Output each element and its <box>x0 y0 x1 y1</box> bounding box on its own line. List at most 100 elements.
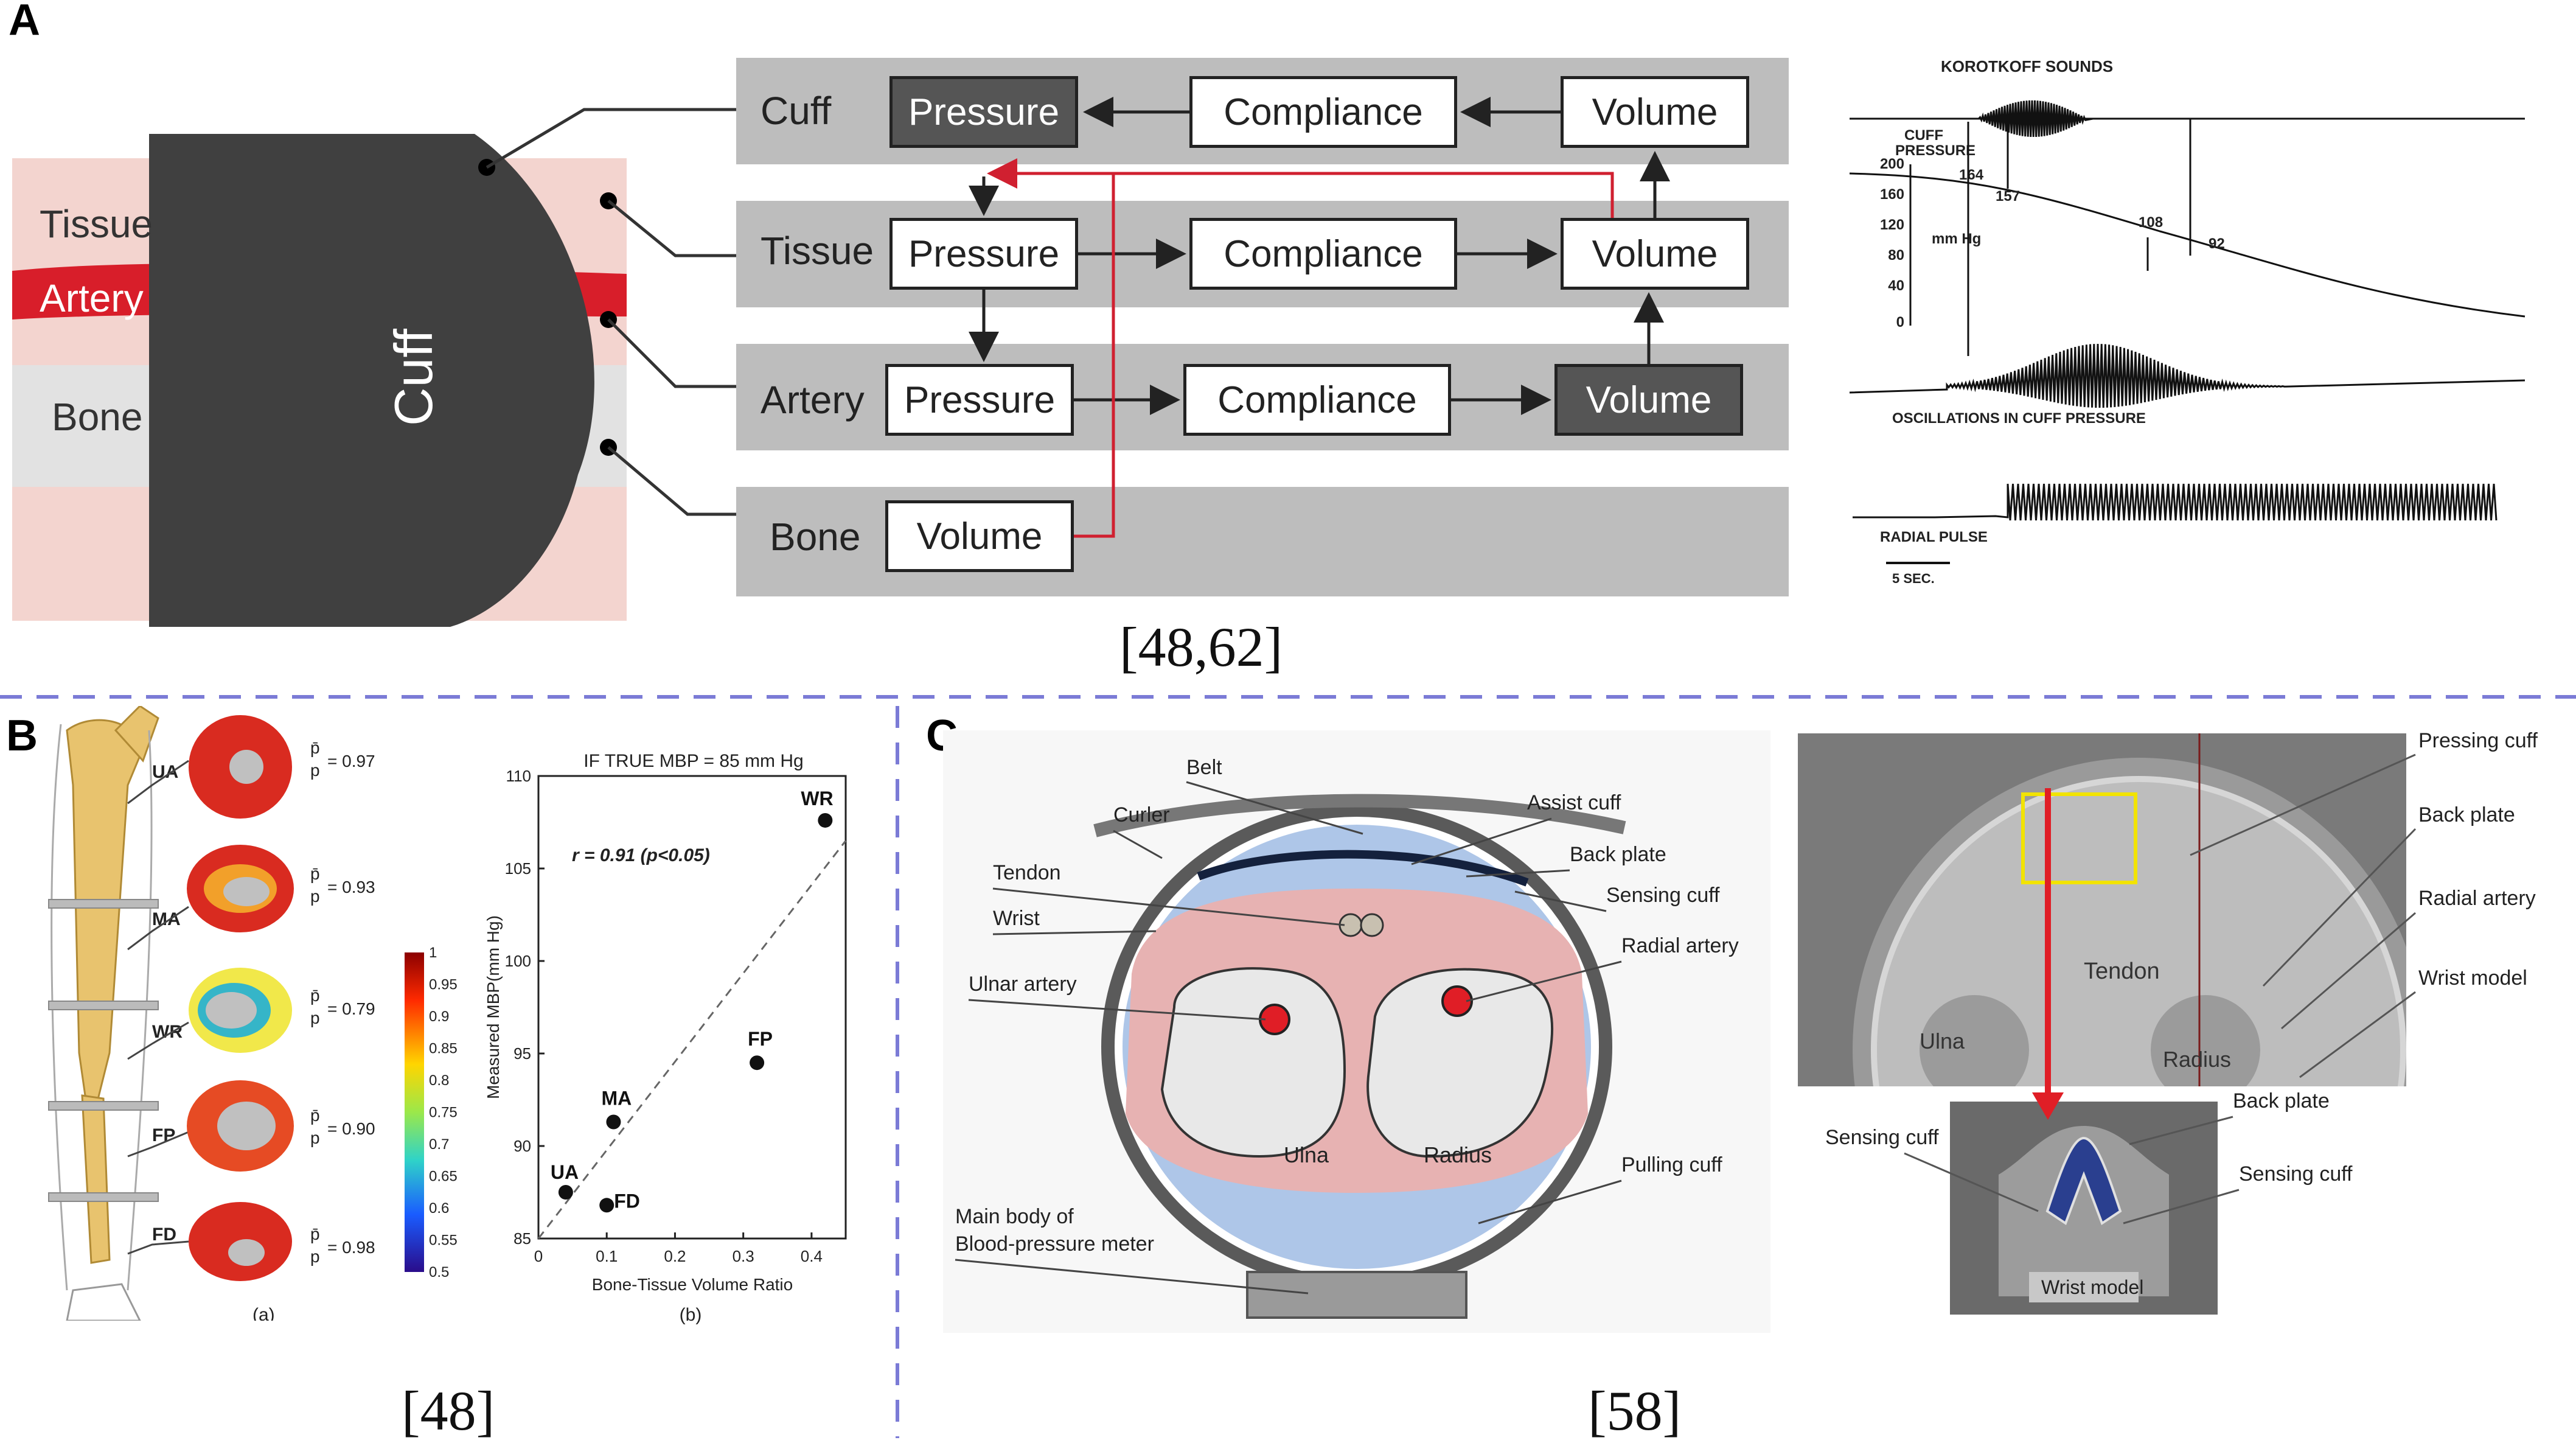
main-body-label: Blood-pressure meter <box>955 1232 1154 1256</box>
panel-letter-a: A <box>9 0 40 44</box>
ct-tendon-label: Tendon <box>2084 959 2160 984</box>
cuff-label: Cuff <box>383 329 444 426</box>
ratio-symbol: p <box>310 761 320 780</box>
ratio-symbol: p <box>310 1008 320 1027</box>
value-label: 108 <box>2139 214 2163 231</box>
humerus <box>66 719 144 1103</box>
row-label-cuff: Cuff <box>761 89 832 133</box>
cuff-band <box>48 1192 159 1202</box>
ct-back-plate-label: Back plate <box>2418 803 2515 826</box>
ratio-symbol: p <box>310 1128 320 1147</box>
unit-label: mm Hg <box>1932 231 1981 247</box>
trend-line <box>537 840 847 1239</box>
pressing-cuff-label: Pressing cuff <box>2418 729 2538 752</box>
data-point-label: FP <box>748 1028 773 1050</box>
inset-sensing-cuff-left-label: Sensing cuff <box>1825 1126 1939 1149</box>
section-label-wr: WR <box>152 1022 183 1042</box>
ratio-ua: = 0.97 <box>327 752 375 770</box>
row-label-bone: Bone <box>770 515 861 559</box>
x-tick-label: 0.1 <box>596 1247 618 1265</box>
ratio-symbol: p <box>310 887 320 906</box>
pressure-tick: 0 <box>1896 314 1904 330</box>
bone-volume-box: Volume <box>885 500 1074 572</box>
radial-pulse-label: RADIAL PULSE <box>1880 529 1988 545</box>
ct-ulna-label: Ulna <box>1920 1029 1965 1053</box>
ulna-bone <box>1160 967 1346 1158</box>
cross-section-wr <box>189 968 292 1053</box>
back-plate-label: Back plate <box>1570 843 1666 866</box>
layer-label-bone: Bone <box>52 395 142 439</box>
inset-back-plate-label: Back plate <box>2233 1089 2330 1113</box>
citation-a: [48,62] <box>1119 616 1283 678</box>
data-point-label: UA <box>551 1161 579 1183</box>
zoom-region <box>2021 792 2137 884</box>
arm-model-figure: UA MA WR FP FD p̄ p = 0.97 p̄ p <box>48 706 458 1321</box>
time-scale-label: 5 SEC. <box>1892 571 1935 586</box>
layer-label-tissue: Tissue <box>40 202 153 246</box>
inset-sensing-cuff-right-label: Sensing cuff <box>2239 1162 2353 1186</box>
section-label-ua: UA <box>152 762 178 782</box>
radial-artery-label: Radial artery <box>1621 934 1739 957</box>
data-point-label: FD <box>614 1190 640 1212</box>
ratio-symbol: p̄ <box>310 1225 320 1243</box>
colorbar-tick-label: 1 <box>429 945 437 961</box>
radius-label: Radius <box>1424 1142 1492 1167</box>
colorbar-tick-label: 0.9 <box>429 1008 449 1025</box>
data-point-fp <box>750 1055 765 1071</box>
cuff-band <box>48 1001 159 1010</box>
chart-title: IF TRUE MBP = 85 mm Hg <box>583 751 803 771</box>
colorbar-tick-label: 0.95 <box>429 977 458 993</box>
row-label-tissue: Tissue <box>761 229 874 273</box>
sensing-cuff-label: Sensing cuff <box>1606 884 1720 907</box>
ct-scan-image: Tendon Ulna Radius <box>1798 733 2406 1086</box>
radial-artery <box>1441 985 1473 1017</box>
x-tick-label: 0.2 <box>664 1247 686 1265</box>
pressure-tick: 200 <box>1880 156 1904 172</box>
tissue-compliance-box: Compliance <box>1189 218 1457 290</box>
ulnar-artery-label: Ulnar artery <box>969 973 1077 996</box>
tendon <box>1360 913 1384 937</box>
ratio-symbol: p̄ <box>310 986 320 1005</box>
colorbar-tick-label: 0.7 <box>429 1136 449 1153</box>
curler-label: Curler <box>1113 803 1170 826</box>
tissue-pressure-box: Pressure <box>889 218 1078 290</box>
ct-radial-artery-label: Radial artery <box>2418 887 2536 910</box>
cuff-pressure-curve <box>1849 172 2526 318</box>
ratio-symbol: p̄ <box>310 864 320 883</box>
ulna-label: Ulna <box>1284 1142 1329 1167</box>
meter-body <box>1246 1271 1467 1319</box>
citation-c: [58] <box>1588 1380 1682 1442</box>
y-tick-label: 110 <box>506 767 531 785</box>
data-point-ma <box>606 1114 621 1130</box>
pressure-tick: 120 <box>1880 217 1904 233</box>
belt <box>1093 794 1626 837</box>
assist-cuff-label: Assist cuff <box>1527 791 1621 814</box>
ratio-fd: = 0.98 <box>327 1238 375 1257</box>
cuff-compliance-box: Compliance <box>1189 76 1457 148</box>
ratio-symbol: p̄ <box>310 738 320 757</box>
hand-outline <box>66 1283 141 1321</box>
data-point-wr <box>818 812 833 828</box>
oscillometric-trace: KOROTKOFF SOUNDS CUFF PRESSURE 200 160 1… <box>1795 55 2543 609</box>
radial-pulse-trace <box>1853 483 2498 521</box>
x-axis-label: Bone-Tissue Volume Ratio <box>592 1275 793 1294</box>
connector-lines <box>486 108 736 516</box>
value-label: 157 <box>1996 188 2020 204</box>
data-point-ua <box>558 1185 573 1200</box>
cuff-band <box>48 1101 159 1111</box>
sensing-cuff-shape <box>2045 1136 2122 1226</box>
cross-section-ua <box>189 715 292 819</box>
pressure-tick: 80 <box>1888 247 1904 264</box>
citation-b: [48] <box>402 1380 495 1442</box>
y-axis-label: Measured MBP(mm Hg) <box>484 915 503 1099</box>
mbp-scatter-chart: IF TRUE MBP = 85 mm Hg r = 0.91 (p<0.05)… <box>484 751 847 1325</box>
y-tick-label: 105 <box>505 859 531 878</box>
colorbar-tick-label: 0.85 <box>429 1041 458 1057</box>
colorbar-tick-label: 0.8 <box>429 1072 449 1089</box>
ratio-fp: = 0.90 <box>327 1119 375 1138</box>
tendon-label: Tendon <box>993 861 1061 884</box>
main-body-label: Main body of <box>955 1205 1074 1228</box>
cuff-band <box>48 899 159 909</box>
wrist-device-diagram: Ulna Radius Belt Curler Tendon Wrist Uln… <box>943 730 1770 1333</box>
